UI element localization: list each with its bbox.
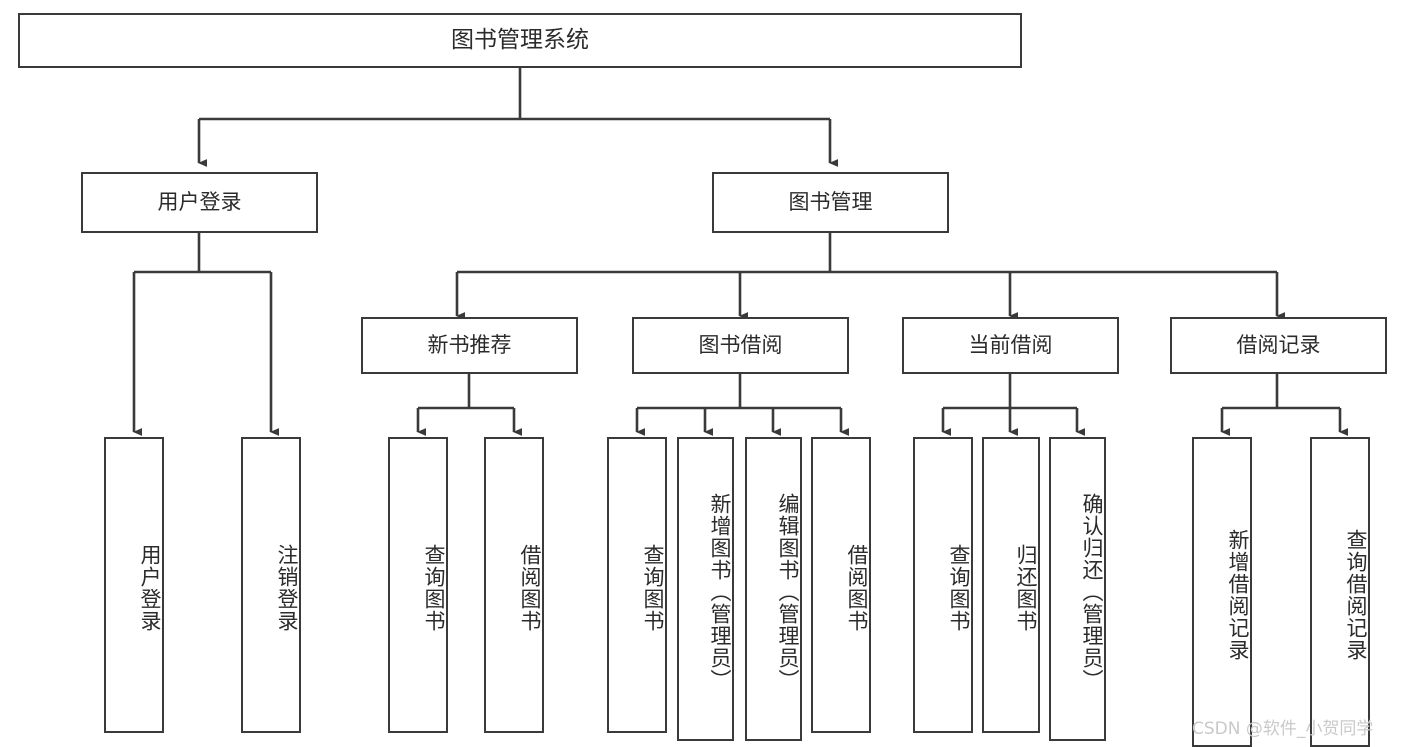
- leaf-book-borrow-borrow[interactable]: 借阅图书: [811, 437, 871, 733]
- node-label: 用户登录: [157, 190, 242, 215]
- node-label: 查询借阅记录: [1344, 529, 1368, 661]
- leaf-borrow-record-add[interactable]: 新增借阅记录: [1192, 437, 1252, 747]
- leaf-current-borrow-confirm-return[interactable]: 确认归还（管理员）: [1049, 437, 1106, 741]
- node-label: 图书管理: [788, 190, 873, 215]
- leaf-current-borrow-query[interactable]: 查询图书: [913, 437, 973, 733]
- node-label: 当前借阅: [968, 333, 1053, 358]
- leaf-book-borrow-edit[interactable]: 编辑图书（管理员）: [745, 437, 802, 741]
- watermark-credit: CSDN @软件_小贺同学: [1192, 719, 1374, 739]
- node-label: 查询图书: [422, 544, 446, 632]
- leaf-book-borrow-query[interactable]: 查询图书: [607, 437, 667, 733]
- node-label: 图书借阅: [698, 333, 783, 358]
- node-label: 查询图书: [947, 544, 971, 632]
- node-label: 借阅记录: [1236, 333, 1321, 358]
- leaf-user-login-login[interactable]: 用户登录: [104, 437, 164, 733]
- node-label: 查询图书: [641, 544, 665, 632]
- node-label: 新增借阅记录: [1226, 529, 1250, 661]
- leaf-user-login-logout[interactable]: 注销登录: [241, 437, 301, 733]
- node-label: 新书推荐: [427, 333, 512, 358]
- node-current-borrow[interactable]: 当前借阅: [902, 317, 1119, 374]
- node-label: 归还图书: [1014, 544, 1038, 632]
- leaf-current-borrow-return[interactable]: 归还图书: [982, 437, 1040, 733]
- node-user-login[interactable]: 用户登录: [81, 172, 318, 233]
- node-label: 图书管理系统: [451, 26, 589, 53]
- leaf-book-borrow-add[interactable]: 新增图书（管理员）: [677, 437, 734, 741]
- node-label: 借阅图书: [845, 544, 869, 632]
- node-label: 编辑图书（管理员）: [776, 493, 800, 691]
- leaf-new-book-borrow[interactable]: 借阅图书: [484, 437, 544, 733]
- node-label: 新增图书（管理员）: [708, 493, 732, 691]
- leaf-borrow-record-query[interactable]: 查询借阅记录: [1310, 437, 1370, 747]
- node-book-management[interactable]: 图书管理: [712, 172, 949, 233]
- node-label: 借阅图书: [518, 544, 542, 632]
- leaf-new-book-query[interactable]: 查询图书: [388, 437, 448, 733]
- node-label: 确认归还（管理员）: [1080, 493, 1104, 691]
- node-new-book-recommend[interactable]: 新书推荐: [361, 317, 578, 374]
- node-root-system[interactable]: 图书管理系统: [18, 13, 1022, 68]
- node-borrow-record[interactable]: 借阅记录: [1170, 317, 1387, 374]
- node-label: 注销登录: [275, 544, 299, 632]
- node-book-borrow[interactable]: 图书借阅: [632, 317, 849, 374]
- node-label: 用户登录: [138, 544, 162, 632]
